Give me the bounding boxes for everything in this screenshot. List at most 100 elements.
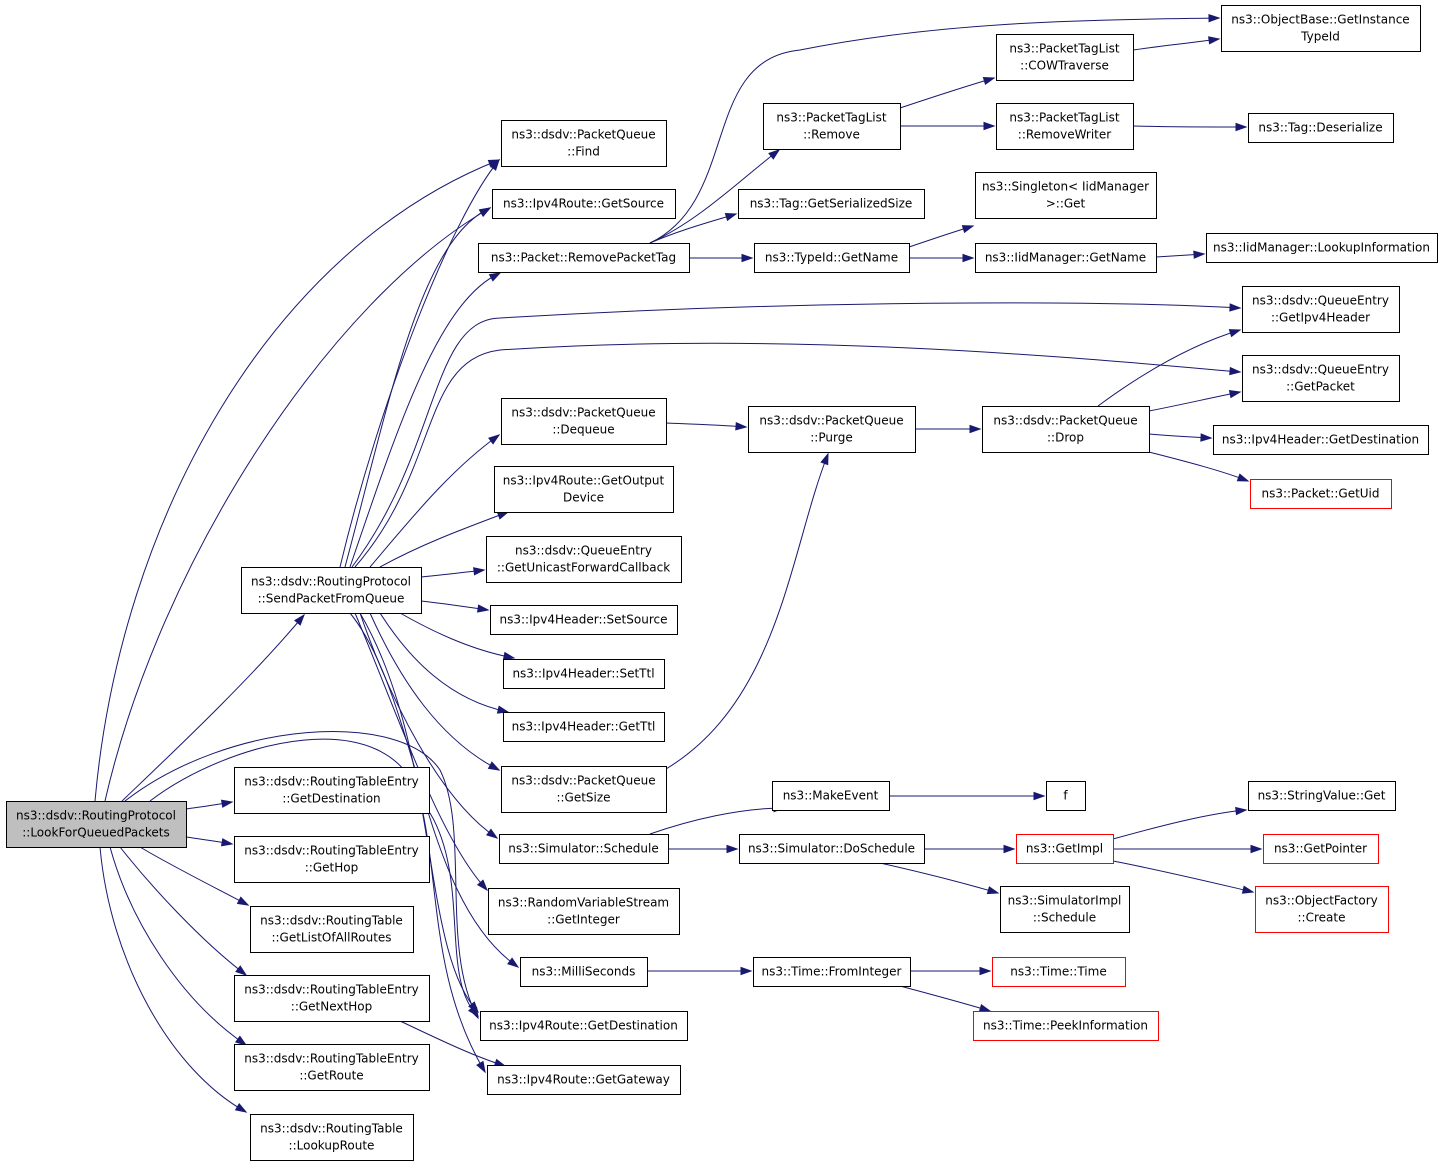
node-box [1046, 781, 1086, 811]
node-getimpl[interactable]: ns3::GetImpl [1016, 834, 1114, 864]
node-qe_getipv4h[interactable]: ns3::dsdv::QueueEntry::GetIpv4Header [1242, 286, 1400, 333]
node-rte_getdest[interactable]: ns3::dsdv::RoutingTableEntry::GetDestina… [234, 767, 430, 814]
node-pq_getsize[interactable]: ns3::dsdv::PacketQueue::GetSize [501, 766, 667, 813]
node-box [772, 781, 890, 811]
node-sendpkt[interactable]: ns3::dsdv::RoutingProtocol::SendPacketFr… [241, 567, 422, 614]
node-rte_gethop[interactable]: ns3::dsdv::RoutingTableEntry::GetHop [234, 836, 430, 883]
node-box [996, 103, 1134, 150]
node-ipv4h_getttl[interactable]: ns3::Ipv4Header::GetTtl [503, 712, 665, 742]
node-label: ns3::Packet::GetUid [1261, 487, 1379, 501]
node-ptl_removewriter[interactable]: ns3::PacketTagList::RemoveWriter [996, 103, 1134, 150]
node-label: ns3::StringValue::Get [1258, 789, 1386, 803]
node-qe_getpacket[interactable]: ns3::dsdv::QueueEntry::GetPacket [1242, 355, 1400, 402]
node-label: ns3::PacketTagList [776, 111, 886, 125]
node-label: f [1063, 789, 1068, 803]
arrowhead [220, 799, 234, 808]
node-makeevent[interactable]: ns3::MakeEvent [772, 781, 890, 811]
arrowhead [1208, 36, 1221, 45]
node-getpointer[interactable]: ns3::GetPointer [1263, 834, 1379, 864]
node-rt_getlist[interactable]: ns3::dsdv::RoutingTable::GetListOfAllRou… [250, 906, 414, 953]
node-label: ns3::Ipv4Header::GetTtl [512, 720, 656, 734]
node-rvs_getint[interactable]: ns3::RandomVariableStream::GetInteger [488, 888, 680, 935]
node-pkt_getuid[interactable]: ns3::Packet::GetUid [1250, 479, 1392, 509]
node-pkt_removetag[interactable]: ns3::Packet::RemovePacketTag [478, 243, 690, 273]
node-f[interactable]: f [1046, 781, 1086, 811]
edge-rte_getdest-to-ipv4r_getdest [429, 812, 479, 1017]
node-label: ns3::Tag::Deserialize [1258, 121, 1382, 135]
arrowhead [1003, 844, 1016, 854]
node-box [1242, 286, 1400, 333]
node-label: >::Get [1046, 197, 1086, 211]
edge-pq_drop-to-pkt_getuid [1148, 451, 1249, 482]
node-pq_purge[interactable]: ns3::dsdv::PacketQueue::Purge [748, 406, 916, 453]
node-label: ns3::Ipv4Header::SetTtl [512, 667, 654, 681]
node-box [1242, 355, 1400, 402]
edge-root-to-rt_getlist [139, 846, 249, 906]
node-iid_lookup[interactable]: ns3::IidManager::LookupInformation [1206, 233, 1438, 263]
node-ipv4h_setsource[interactable]: ns3::Ipv4Header::SetSource [490, 605, 678, 635]
node-box [1255, 886, 1389, 933]
edge-getimpl-to-stringvalue_get [1112, 809, 1247, 840]
node-typeid_getname[interactable]: ns3::TypeId::GetName [754, 243, 910, 273]
node-singleton_get[interactable]: ns3::Singleton< IidManager >::Get [975, 172, 1157, 219]
arrowhead [741, 253, 754, 263]
arrowhead [487, 761, 501, 771]
node-label: ns3::Packet::RemovePacketTag [491, 251, 676, 265]
edge-ptl_cow-to-ob_getinst [1132, 38, 1220, 51]
node-label: ns3::Time::FromInteger [762, 965, 902, 979]
edge-sendpkt-to-qe_getipv4h [351, 302, 1241, 568]
arrowhead [468, 1005, 479, 1018]
arrowhead [488, 272, 502, 282]
node-iid_getname[interactable]: ns3::IidManager::GetName [975, 243, 1157, 273]
node-time_peek[interactable]: ns3::Time::PeekInformation [973, 1011, 1159, 1041]
node-time_time[interactable]: ns3::Time::Time [992, 957, 1126, 987]
node-rt_lookup[interactable]: ns3::dsdv::RoutingTable::LookupRoute [250, 1114, 414, 1161]
node-box [738, 189, 925, 219]
edge-sendpkt-to-pkt_removetag [349, 272, 501, 568]
node-box [975, 243, 1157, 273]
node-label: ns3::dsdv::PacketQueue [511, 406, 655, 420]
node-tag_getsersize[interactable]: ns3::Tag::GetSerializedSize [738, 189, 925, 219]
node-ipv4r_getsource[interactable]: ns3::Ipv4Route::GetSource [492, 189, 676, 219]
node-pq_drop[interactable]: ns3::dsdv::PacketQueue::Drop [982, 406, 1150, 453]
node-label: ::GetInteger [547, 913, 620, 927]
node-millis[interactable]: ns3::MilliSeconds [520, 957, 648, 987]
node-time_fromint[interactable]: ns3::Time::FromInteger [753, 957, 911, 987]
node-root[interactable]: ns3::dsdv::RoutingProtocol::LookForQueue… [6, 801, 187, 848]
node-stringvalue_get[interactable]: ns3::StringValue::Get [1248, 781, 1396, 811]
node-label: ns3::SimulatorImpl [1008, 894, 1122, 908]
node-label: ns3::dsdv::RoutingTableEntry [244, 1052, 419, 1066]
arrowhead [1229, 303, 1242, 312]
node-ipv4h_getdest[interactable]: ns3::Ipv4Header::GetDestination [1213, 425, 1429, 455]
node-label: ::RemoveWriter [1018, 128, 1111, 142]
node-label: ns3::Singleton< IidManager [982, 180, 1149, 194]
node-ipv4h_setttl[interactable]: ns3::Ipv4Header::SetTtl [503, 659, 665, 689]
node-pq_dequeue[interactable]: ns3::dsdv::PacketQueue::Dequeue [501, 398, 667, 445]
node-tag_deser[interactable]: ns3::Tag::Deserialize [1248, 113, 1394, 143]
node-pq_find[interactable]: ns3::dsdv::PacketQueue::Find [501, 120, 667, 167]
node-ptl_cow[interactable]: ns3::PacketTagList::COWTraverse [996, 34, 1134, 81]
arrowhead [978, 1003, 992, 1013]
node-label: ns3::Ipv4Route::GetGateway [497, 1073, 670, 1087]
node-rte_getnexthop[interactable]: ns3::dsdv::RoutingTableEntry::GetNextHop [234, 975, 430, 1022]
node-of_create[interactable]: ns3::ObjectFactory::Create [1255, 886, 1389, 933]
node-box [1000, 886, 1130, 933]
node-label: ::Schedule [1033, 911, 1096, 925]
node-simimpl_schedule[interactable]: ns3::SimulatorImpl::Schedule [1000, 886, 1130, 933]
edge-pkt_removetag-to-ptl_remove [649, 149, 780, 244]
node-label: Device [563, 491, 604, 505]
edge-root-to-rte_getnexthop [119, 846, 247, 976]
node-sim_schedule[interactable]: ns3::Simulator::Schedule [499, 834, 669, 864]
node-ipv4r_getgw[interactable]: ns3::Ipv4Route::GetGateway [487, 1065, 681, 1095]
node-sim_doschedule[interactable]: ns3::Simulator::DoSchedule [739, 834, 925, 864]
node-qe_getucb[interactable]: ns3::dsdv::QueueEntry::GetUnicastForward… [486, 536, 682, 583]
node-rte_getroute[interactable]: ns3::dsdv::RoutingTableEntry::GetRoute [234, 1044, 430, 1091]
node-label: ns3::dsdv::PacketQueue [993, 414, 1137, 428]
node-label: ns3::RandomVariableStream [498, 896, 669, 910]
node-ptl_remove[interactable]: ns3::PacketTagList::Remove [763, 103, 901, 150]
node-label: ns3::dsdv::QueueEntry [1252, 363, 1389, 377]
node-ipv4r_getdest[interactable]: ns3::Ipv4Route::GetDestination [480, 1011, 688, 1041]
